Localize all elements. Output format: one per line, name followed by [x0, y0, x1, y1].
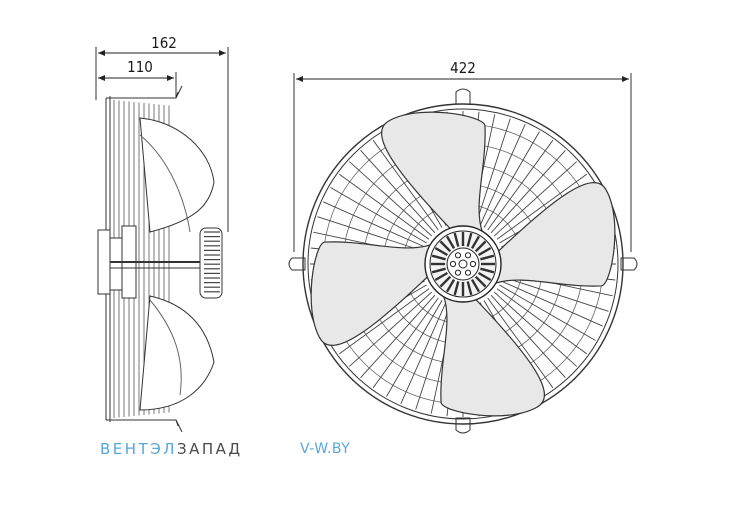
front-view [288, 73, 638, 434]
mounting-lugs [288, 88, 638, 434]
motor-side [97, 225, 223, 299]
brand-logo: ВЕНТЭЛЗАПАД [100, 440, 243, 458]
hub [424, 225, 502, 303]
fan-blade [494, 182, 616, 287]
website-label: V-W.BY [300, 441, 351, 457]
fan-blade [440, 295, 545, 417]
dimension-overall-depth [95, 47, 229, 232]
dimension-diameter-label: 422 [450, 59, 476, 77]
dimension-overall-depth-label: 162 [151, 34, 177, 52]
brand-name-part2: ЗАПАД [176, 440, 243, 458]
brand-name-part1: ВЕНТЭЛ [100, 440, 177, 458]
side-view [95, 47, 229, 433]
dimension-diameter [293, 73, 632, 252]
blade-side [110, 117, 215, 411]
fan-blades [310, 111, 616, 417]
dimension-body-depth [98, 72, 177, 98]
fan-blade [310, 241, 432, 346]
fan-blade [381, 111, 486, 233]
dimension-body-depth-label: 110 [127, 58, 153, 76]
